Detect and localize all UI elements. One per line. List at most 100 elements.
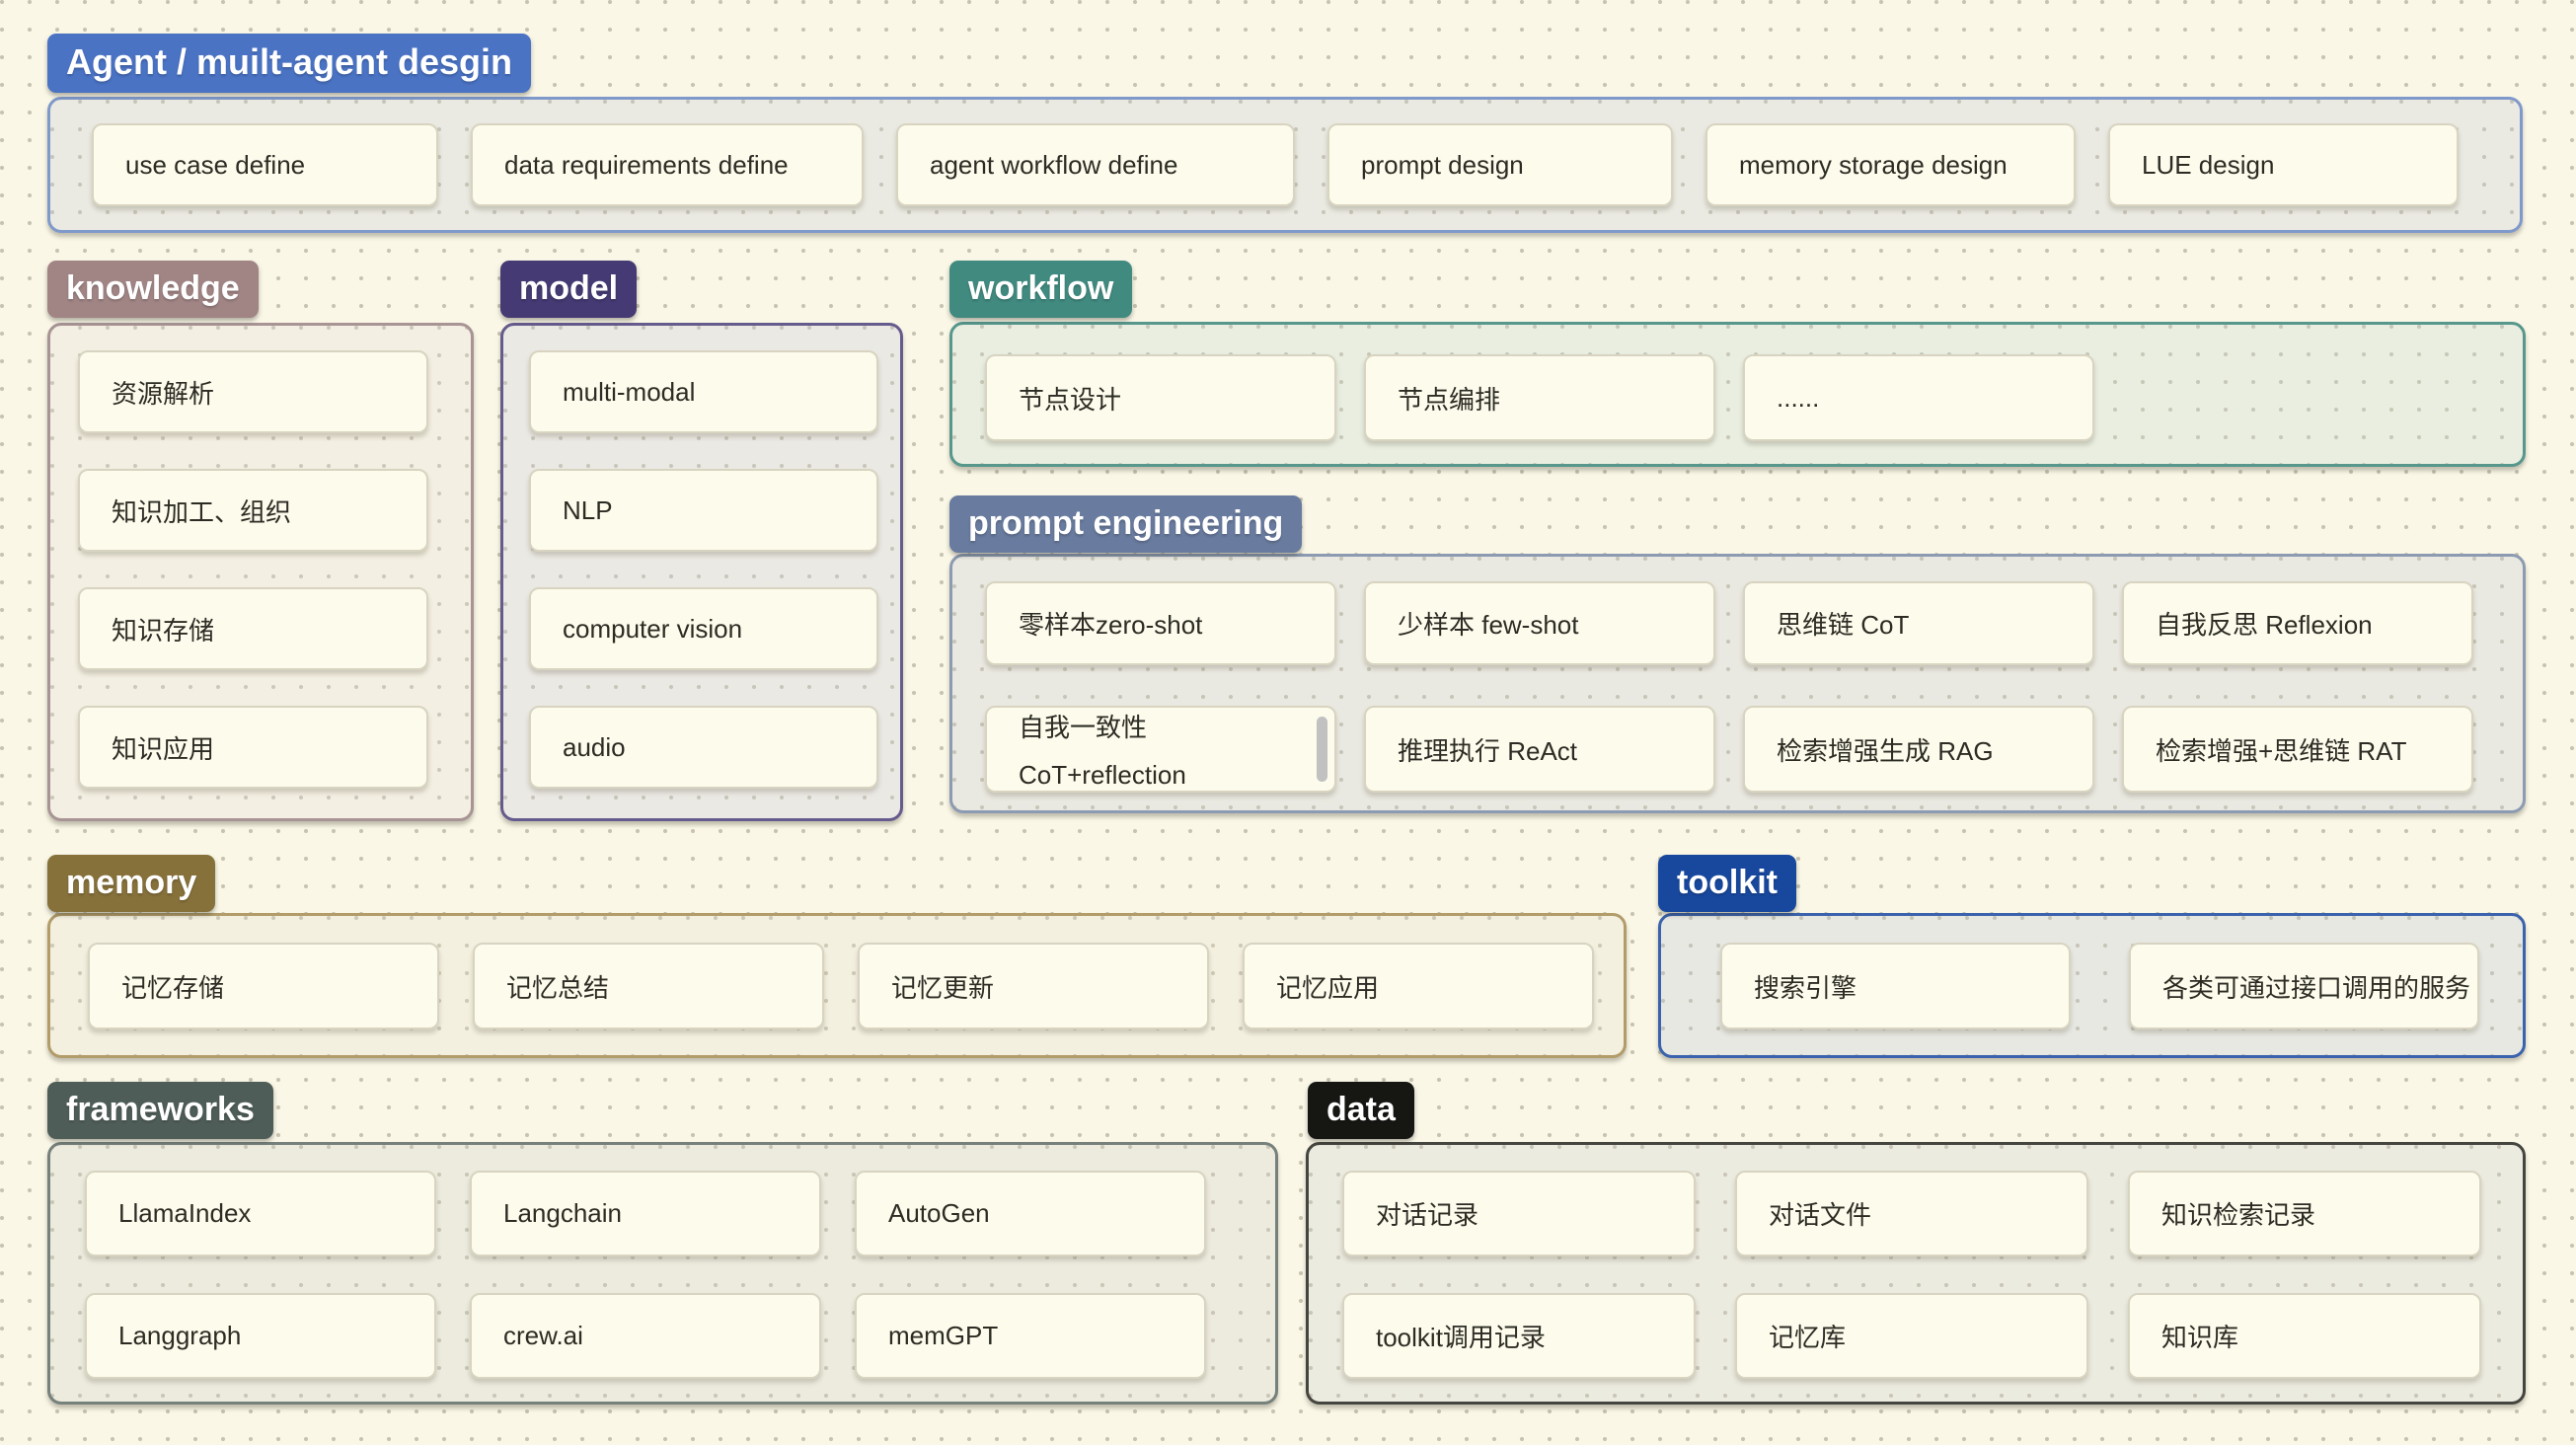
card-agent-workflow-define[interactable]: agent workflow define (896, 123, 1295, 206)
card-label: use case define (125, 149, 306, 180)
card-label: 知识应用 (112, 733, 215, 764)
card-scrollbar[interactable] (1317, 717, 1327, 782)
card-label: 节点设计 (1019, 384, 1122, 415)
card-label: agent workflow define (930, 149, 1178, 180)
card-computer-vision[interactable]: computer vision (529, 587, 878, 670)
card-label: 自我反思 Reflexion (2156, 610, 2373, 640)
section-label-data[interactable]: data (1308, 1082, 1414, 1139)
card-label-line2: CoT+reflection (1019, 760, 1186, 790)
card-label: 知识存储 (112, 615, 215, 646)
card-toolkit-call-records[interactable]: toolkit调用记录 (1342, 1293, 1696, 1379)
card-memory-summary[interactable]: 记忆总结 (473, 943, 824, 1029)
card-label: crew.ai (503, 1321, 583, 1350)
card-label: 少样本 few-shot (1398, 610, 1579, 640)
card-cot[interactable]: 思维链 CoT (1743, 581, 2094, 665)
card-prompt-design[interactable]: prompt design (1327, 123, 1673, 206)
card-memory-update[interactable]: 记忆更新 (858, 943, 1209, 1029)
card-data-requirements-define[interactable]: data requirements define (471, 123, 864, 206)
card-reflexion[interactable]: 自我反思 Reflexion (2122, 581, 2473, 665)
card-audio[interactable]: audio (529, 706, 878, 789)
card-rag[interactable]: 检索增强生成 RAG (1743, 706, 2094, 793)
section-label-frameworks[interactable]: frameworks (47, 1082, 273, 1139)
card-label: 记忆存储 (121, 972, 225, 1003)
card-label-line1: 自我一致性 (1019, 713, 1148, 742)
card-label: Langchain (503, 1198, 622, 1228)
card-use-case-define[interactable]: use case define (92, 123, 438, 206)
card-label: memGPT (888, 1321, 999, 1350)
card-api-services[interactable]: 各类可通过接口调用的服务 (2129, 943, 2479, 1029)
card-label: AutoGen (888, 1198, 990, 1228)
agent-design-group[interactable]: use case define data requirements define… (47, 97, 2523, 233)
workflow-group[interactable]: 节点设计 节点编排 ...... (949, 322, 2526, 467)
card-label: 各类可通过接口调用的服务 (2162, 972, 2471, 1003)
card-dialog-files[interactable]: 对话文件 (1735, 1171, 2088, 1256)
toolkit-group[interactable]: 搜索引擎 各类可通过接口调用的服务 (1658, 913, 2526, 1058)
card-knowledge-storage[interactable]: 知识存储 (78, 587, 428, 670)
card-llamaindex[interactable]: LlamaIndex (85, 1171, 436, 1256)
card-label: 对话文件 (1769, 1200, 1872, 1230)
card-label: 搜索引擎 (1754, 972, 1857, 1003)
memory-group[interactable]: 记忆存储 记忆总结 记忆更新 记忆应用 (47, 913, 1627, 1058)
card-lue-design[interactable]: LUE design (2108, 123, 2459, 206)
card-knowledge-processing[interactable]: 知识加工、组织 (78, 469, 428, 552)
card-label: 节点编排 (1398, 384, 1501, 415)
card-label: 记忆库 (1769, 1323, 1847, 1352)
data-group[interactable]: 对话记录 对话文件 知识检索记录 toolkit调用记录 记忆库 知识库 (1306, 1142, 2526, 1405)
card-label: toolkit调用记录 (1376, 1323, 1546, 1352)
card-label: 检索增强+思维链 RAT (2156, 735, 2407, 766)
card-knowledge-retrieval-records[interactable]: 知识检索记录 (2128, 1171, 2481, 1256)
card-label: LUE design (2142, 149, 2275, 180)
card-knowledge-application[interactable]: 知识应用 (78, 706, 428, 789)
section-label-toolkit[interactable]: toolkit (1658, 855, 1796, 912)
card-dialog-records[interactable]: 对话记录 (1342, 1171, 1696, 1256)
card-label: NLP (563, 494, 613, 525)
card-label: 记忆更新 (891, 972, 995, 1003)
card-label: 记忆总结 (506, 972, 610, 1003)
section-label-model[interactable]: model (500, 261, 638, 318)
card-memory-base[interactable]: 记忆库 (1735, 1293, 2088, 1379)
card-multi-modal[interactable]: multi-modal (529, 350, 878, 433)
card-self-consistency[interactable]: 自我一致性 CoT+reflection (985, 706, 1336, 793)
card-label: 记忆应用 (1276, 972, 1380, 1003)
card-langchain[interactable]: Langchain (470, 1171, 821, 1256)
card-node-orchestration[interactable]: 节点编排 (1364, 354, 1715, 441)
card-langgraph[interactable]: Langgraph (85, 1293, 436, 1379)
card-zero-shot[interactable]: 零样本zero-shot (985, 581, 1336, 665)
card-label: 知识库 (2161, 1323, 2239, 1352)
card-autogen[interactable]: AutoGen (855, 1171, 1206, 1256)
card-label: memory storage design (1739, 149, 2008, 180)
card-label: 资源解析 (112, 378, 215, 409)
section-label-agent-design[interactable]: Agent / muilt-agent desgin (47, 34, 532, 93)
card-few-shot[interactable]: 少样本 few-shot (1364, 581, 1715, 665)
card-rat[interactable]: 检索增强+思维链 RAT (2122, 706, 2473, 793)
card-label: audio (563, 731, 626, 762)
card-memory-application[interactable]: 记忆应用 (1243, 943, 1594, 1029)
card-nlp[interactable]: NLP (529, 469, 878, 552)
model-group[interactable]: multi-modal NLP computer vision audio (500, 323, 903, 821)
section-label-workflow[interactable]: workflow (949, 261, 1133, 318)
card-react[interactable]: 推理执行 ReAct (1364, 706, 1715, 793)
section-label-knowledge[interactable]: knowledge (47, 261, 259, 318)
card-label: 思维链 CoT (1777, 610, 1910, 640)
card-node-design[interactable]: 节点设计 (985, 354, 1336, 441)
card-label: 推理执行 ReAct (1398, 735, 1578, 766)
card-knowledge-base[interactable]: 知识库 (2128, 1293, 2481, 1379)
section-label-memory[interactable]: memory (47, 855, 216, 912)
card-label: 知识检索记录 (2161, 1200, 2316, 1230)
card-memory-storage[interactable]: 记忆存储 (88, 943, 439, 1029)
frameworks-group[interactable]: LlamaIndex Langchain AutoGen Langgraph c… (47, 1142, 1278, 1405)
card-crewai[interactable]: crew.ai (470, 1293, 821, 1379)
card-search-engine[interactable]: 搜索引擎 (1720, 943, 2071, 1029)
card-label: ...... (1777, 382, 1820, 413)
prompt-engineering-group[interactable]: 零样本zero-shot 少样本 few-shot 思维链 CoT 自我反思 R… (949, 554, 2526, 813)
card-label: 检索增强生成 RAG (1777, 735, 1994, 766)
card-memgpt[interactable]: memGPT (855, 1293, 1206, 1379)
card-memory-storage-design[interactable]: memory storage design (1705, 123, 2076, 206)
card-resource-parsing[interactable]: 资源解析 (78, 350, 428, 433)
card-workflow-more[interactable]: ...... (1743, 354, 2094, 441)
section-label-prompt-engineering[interactable]: prompt engineering (949, 495, 1303, 553)
knowledge-group[interactable]: 资源解析 知识加工、组织 知识存储 知识应用 (47, 323, 474, 821)
card-label: LlamaIndex (118, 1198, 252, 1228)
